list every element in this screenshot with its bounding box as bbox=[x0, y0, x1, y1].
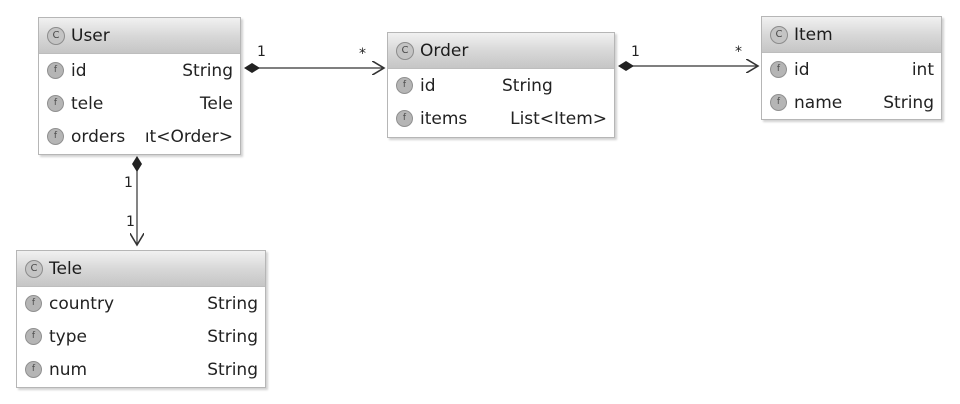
field-tele-country-name: country bbox=[49, 293, 115, 314]
class-c-icon: C bbox=[770, 25, 788, 44]
class-c-icon: C bbox=[396, 41, 414, 60]
field-tele-num-name: num bbox=[49, 359, 88, 380]
field-user-orders-name: orders bbox=[71, 126, 126, 147]
field-user-id-name: id bbox=[71, 60, 87, 81]
field-order-items[interactable]: f items List<Item> bbox=[388, 102, 614, 135]
multiplicity-user-order-source: 1 bbox=[257, 44, 266, 60]
field-user-orders-type: ıt<Order> bbox=[144, 126, 233, 147]
class-c-icon: C bbox=[25, 259, 43, 278]
field-item-name-name: name bbox=[794, 92, 843, 113]
field-user-id[interactable]: f id String bbox=[39, 54, 240, 87]
class-user-name: User bbox=[71, 25, 110, 46]
field-f-icon: f bbox=[396, 77, 413, 94]
field-f-icon: f bbox=[47, 62, 64, 79]
field-tele-country-type: String bbox=[207, 293, 258, 314]
field-tele-num[interactable]: f num String bbox=[17, 353, 265, 386]
field-order-id-name: id bbox=[420, 75, 436, 96]
field-f-icon: f bbox=[25, 328, 42, 345]
field-order-items-type: List<Item> bbox=[510, 108, 607, 129]
field-item-id[interactable]: f id int bbox=[762, 53, 941, 86]
class-c-icon: C bbox=[47, 26, 65, 45]
field-order-items-name: items bbox=[420, 108, 468, 129]
field-f-icon: f bbox=[770, 61, 787, 78]
class-tele[interactable]: C Tele f country String f type String f … bbox=[16, 250, 266, 388]
field-order-id[interactable]: f id String bbox=[388, 69, 614, 102]
field-f-icon: f bbox=[770, 94, 787, 111]
field-f-icon: f bbox=[47, 95, 64, 112]
field-user-id-type: String bbox=[182, 60, 233, 81]
composition-diamond-user-order bbox=[244, 63, 260, 73]
class-order-header[interactable]: C Order bbox=[388, 33, 614, 69]
class-user-header[interactable]: C User bbox=[39, 18, 240, 54]
multiplicity-user-tele-source: 1 bbox=[124, 175, 133, 191]
class-order-name: Order bbox=[420, 40, 469, 61]
class-tele-header[interactable]: C Tele bbox=[17, 251, 265, 287]
class-item-name: Item bbox=[794, 24, 833, 45]
field-user-orders[interactable]: f orders ıt<Order> bbox=[39, 120, 240, 153]
field-tele-type-name: type bbox=[49, 326, 87, 347]
field-tele-num-type: String bbox=[207, 359, 258, 380]
multiplicity-user-tele-target: 1 bbox=[126, 214, 135, 230]
class-tele-name: Tele bbox=[49, 258, 83, 279]
field-order-id-type: String bbox=[502, 75, 553, 96]
class-item-header[interactable]: C Item bbox=[762, 17, 941, 53]
field-tele-type-type: String bbox=[207, 326, 258, 347]
multiplicity-order-item-target: * bbox=[735, 44, 742, 60]
field-tele-type[interactable]: f type String bbox=[17, 320, 265, 353]
multiplicity-order-item-source: 1 bbox=[631, 44, 640, 60]
composition-diamond-order-item bbox=[618, 61, 634, 71]
field-item-name[interactable]: f name String bbox=[762, 86, 941, 119]
field-item-name-type: String bbox=[883, 92, 934, 113]
class-item[interactable]: C Item f id int f name String bbox=[761, 16, 942, 120]
field-f-icon: f bbox=[25, 295, 42, 312]
field-item-id-type: int bbox=[911, 59, 934, 80]
field-f-icon: f bbox=[25, 361, 42, 378]
field-user-tele-type: Tele bbox=[199, 93, 233, 114]
field-item-id-name: id bbox=[794, 59, 810, 80]
field-user-tele[interactable]: f tele Tele bbox=[39, 87, 240, 120]
field-f-icon: f bbox=[396, 110, 413, 127]
field-f-icon: f bbox=[47, 128, 64, 145]
field-tele-country[interactable]: f country String bbox=[17, 287, 265, 320]
composition-diamond-user-tele bbox=[132, 156, 142, 172]
class-order[interactable]: C Order f id String f items List<Item> bbox=[387, 32, 615, 138]
class-user[interactable]: C User f id String f tele Tele f orders … bbox=[38, 17, 241, 155]
field-user-tele-name: tele bbox=[71, 93, 104, 114]
multiplicity-user-order-target: * bbox=[359, 46, 366, 62]
